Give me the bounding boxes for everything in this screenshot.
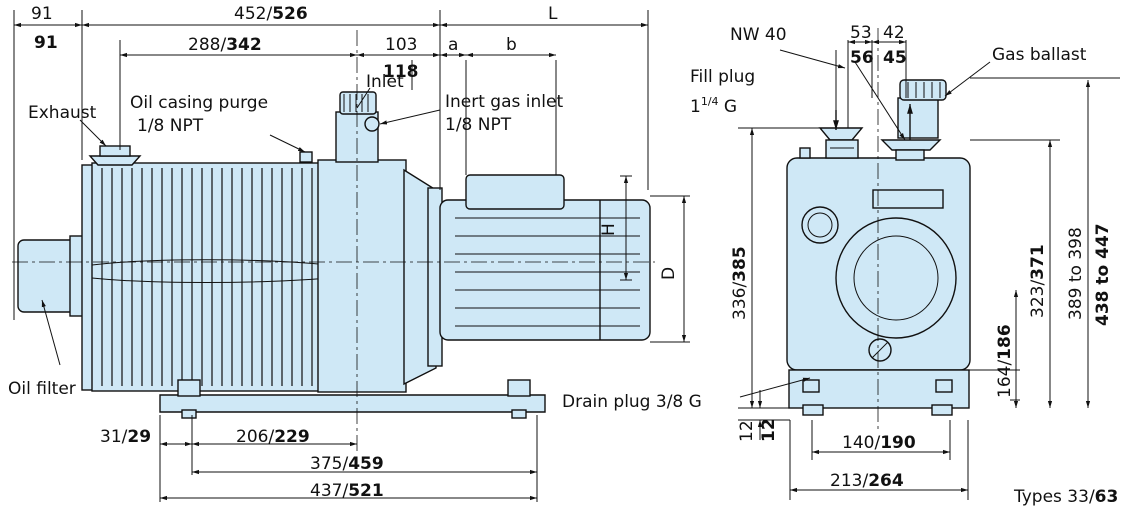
end-view: 53 42 56 45 336/385 323/371 389 to 398 4… [562,23,1120,500]
dim-103: 103 [385,35,417,55]
dim-a: a [448,35,458,55]
label-drain-plug: Drain plug 3/8 G [562,392,702,412]
label-oil-filter: Oil filter [8,379,76,399]
label-oil-casing-purge: Oil casing purge [130,93,268,113]
dim-452-526: 452/526 [234,4,308,24]
label-purge-thread: 1/8 NPT [137,116,204,136]
dim-323-371: 323/371 [1028,244,1048,318]
dim-53: 53 [850,23,872,43]
dim-118: 118 [383,62,419,82]
dim-206-229: 206/229 [236,427,310,447]
label-inlet: Inlet [366,72,404,92]
fill-plug [818,127,864,159]
label-fill-plug-thread: 11/4 G [690,95,737,117]
dim-42: 42 [883,23,905,43]
label-exhaust: Exhaust [28,103,97,123]
dim-L: L [548,4,558,24]
dim-389-398: 389 to 398 [1066,227,1086,320]
dim-336-385: 336/385 [730,246,750,320]
label-inert-gas-inlet: Inert gas inlet [445,92,563,112]
side-view: 91 91 452/526 288/342 103 118 a b L H D … [8,4,690,502]
label-inert-gas-thread: 1/8 NPT [445,115,512,135]
types-caption: Types 33/63 [1013,487,1118,507]
dim-31-29: 31/29 [100,427,151,447]
dim-91-bold: 91 [34,33,58,53]
label-gas-ballast: Gas ballast [992,45,1087,65]
inlet-port [335,91,380,163]
dim-H: H [599,223,619,236]
dim-12-bold: 12 [759,418,779,442]
exhaust-port [88,145,142,166]
label-fill-plug: Fill plug [690,67,755,87]
motor [439,174,651,341]
dim-288-342: 288/342 [188,35,262,55]
dim-D: D [659,267,679,280]
pump-housing [317,159,407,393]
dim-164-186: 164/186 [995,324,1015,398]
dim-375-459: 375/459 [310,454,384,474]
dim-56: 56 [850,48,874,68]
ribbed-casing [91,162,329,392]
base-frame [159,379,546,419]
dim-213-264: 213/264 [830,471,904,491]
dim-140-190: 140/190 [842,433,916,453]
dim-12: 12 [737,420,757,442]
gas-ballast [897,79,947,139]
label-nw40: NW 40 [730,25,787,45]
dim-91: 91 [31,4,53,24]
dim-b: b [506,35,517,55]
dim-45: 45 [883,48,907,68]
dim-438-447: 438 to 447 [1093,223,1113,326]
dim-437-521: 437/521 [310,481,384,501]
